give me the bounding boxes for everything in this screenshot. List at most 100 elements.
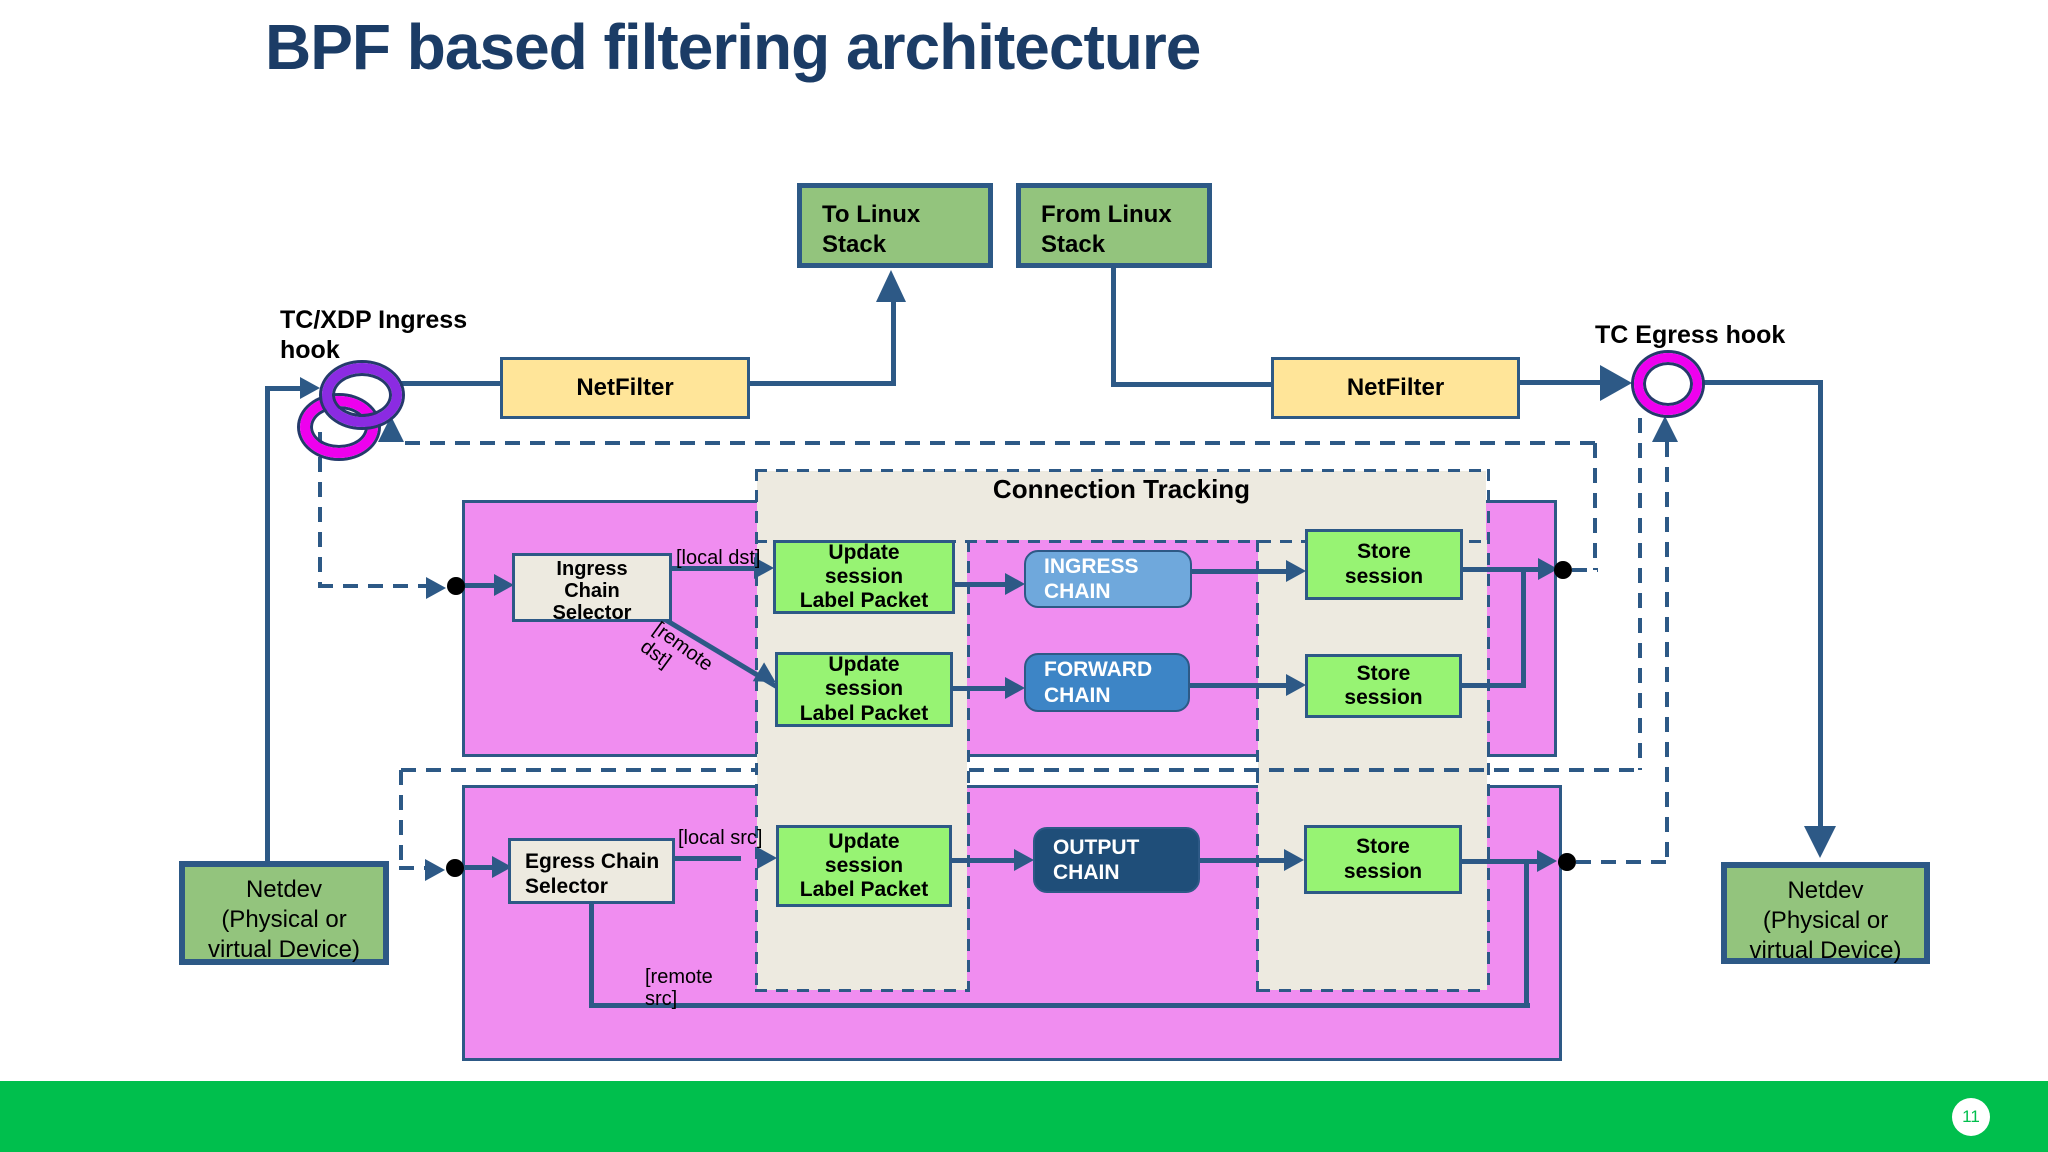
local-dst-label: [local dst]	[676, 547, 761, 569]
dash-egress-left-down	[399, 770, 403, 866]
remote-src-label: [remote src]	[645, 966, 713, 1010]
to-linux-stack-line2: Stack	[822, 231, 887, 258]
store1-line1: Store	[1357, 540, 1411, 564]
arrow-into-egress-out-dot	[1537, 850, 1557, 872]
arrow-local-src	[757, 847, 777, 869]
dash-egress-out	[1576, 860, 1671, 864]
line-update3-to-output-chain	[952, 858, 1016, 863]
update3-line2: session	[824, 853, 904, 877]
from-linux-stack-line2: Stack	[1041, 231, 1106, 258]
dash-to-ingress-dot	[318, 584, 426, 588]
arrow-into-egress-selector	[492, 856, 512, 878]
line-local-src	[675, 856, 741, 861]
ingress-selector-line1: Ingress	[556, 558, 628, 580]
tc-xdp-ingress-hook-label: TC/XDP Ingress hook	[280, 306, 468, 364]
arrow-to-linux-stack	[876, 270, 906, 302]
egress-chain-selector-box: Egress Chain Selector	[508, 838, 675, 904]
store3-line1: Store	[1356, 835, 1410, 859]
netdev-left-line3: virtual Device)	[207, 936, 361, 963]
dash-egress-across-left	[401, 768, 755, 772]
dash-egress-out-up	[1665, 442, 1669, 862]
netdev-left-box: Netdev (Physical or virtual Device)	[179, 861, 389, 965]
update3-line3: Label Packet	[799, 878, 929, 902]
line-dot-to-egress-selector	[462, 865, 496, 870]
ct-border-right	[1487, 469, 1490, 992]
netfilter-left-box: NetFilter	[500, 357, 750, 419]
arrow-into-store1	[1286, 560, 1306, 582]
arrow-local-dst	[754, 557, 774, 579]
store2-line1: Store	[1356, 661, 1411, 685]
forward-chain-line1: FORWARD	[1044, 658, 1153, 682]
output-chain-line2: CHAIN	[1053, 861, 1120, 884]
line-into-netfilter-right	[1111, 382, 1273, 387]
arrow-into-ingress-hook	[300, 377, 320, 399]
line-store3-out	[1462, 859, 1540, 864]
update2-line1: Update	[828, 653, 900, 677]
update-session-box-ingress: Update session Label Packet	[773, 540, 955, 614]
arrow-into-forward-chain	[1005, 677, 1025, 699]
egress-hook-ring-icon	[1634, 353, 1702, 415]
store1-line2: session	[1344, 564, 1424, 588]
arrow-into-output-chain	[1014, 849, 1034, 871]
line-remote-src-up-join	[1524, 862, 1529, 1008]
ct-border-bottom-left	[755, 989, 969, 992]
arrow-into-egress-hook	[1600, 365, 1632, 401]
store-session-box-egress: Store session	[1304, 825, 1462, 894]
page-number-badge: 11	[1952, 1098, 1990, 1136]
from-linux-stack-line1: From Linux	[1041, 201, 1172, 228]
ingress-chain-box: INGRESS CHAIN	[1024, 550, 1192, 608]
junction-dot-ingress-in	[447, 577, 465, 595]
netdev-right-line2: (Physical or	[1762, 907, 1889, 934]
dash-to-egress-dot	[399, 866, 427, 870]
dash-hook-down	[318, 432, 322, 584]
netdev-left-line1: Netdev	[245, 876, 323, 903]
ingress-selector-line3: Selector	[552, 602, 632, 624]
netfilter-right-box: NetFilter	[1271, 357, 1520, 419]
output-chain-box: OUTPUT CHAIN	[1033, 827, 1200, 893]
arrow-into-ingress-chain	[1005, 573, 1025, 595]
line-netfilter-right-run	[750, 381, 896, 386]
output-chain-line1: OUTPUT	[1053, 835, 1140, 859]
store2-line2: session	[1344, 686, 1423, 709]
ct-border-top	[755, 469, 1490, 472]
update2-line3: Label Packet	[799, 701, 929, 725]
line-remote-src-across	[589, 1003, 1530, 1008]
line-hook-to-netfilter-left	[400, 381, 502, 386]
arrow-into-netdev-right	[1804, 826, 1836, 858]
netdev-right-line1: Netdev	[1787, 877, 1864, 904]
arrow-dash-egress-dot	[425, 859, 445, 881]
footer-bar	[0, 1081, 2048, 1152]
line-down-to-netdev-right	[1818, 380, 1823, 826]
junction-dot-ingress-out	[1554, 561, 1572, 579]
store-session-box-forward: Store session	[1305, 654, 1462, 718]
update1-line1: Update	[828, 540, 900, 564]
netdev-left-line2: (Physical or	[221, 906, 347, 933]
ingress-chain-line2: CHAIN	[1044, 580, 1111, 603]
tc-egress-hook-label: TC Egress hook	[1595, 321, 1786, 349]
dash-egress-hook-down	[1638, 418, 1642, 770]
arrow-into-ingress-selector	[494, 574, 514, 596]
arrow-into-store2	[1286, 674, 1306, 696]
netdev-right-line3: virtual Device)	[1749, 937, 1902, 964]
store3-line2: session	[1343, 859, 1423, 883]
line-store2-out	[1462, 683, 1526, 688]
to-linux-stack-line1: To Linux	[822, 201, 921, 228]
connection-tracking-right-column	[1258, 540, 1487, 990]
ct-inner-divider-left	[967, 540, 970, 992]
arrow-into-ingress-out-dot	[1538, 558, 1558, 580]
egress-selector-line1: Egress Chain	[525, 850, 660, 873]
ct-border-bottom-right	[1258, 989, 1487, 992]
line-store1-out	[1463, 567, 1541, 572]
line-local-dst	[672, 566, 756, 571]
forward-chain-line2: CHAIN	[1044, 683, 1111, 707]
ct-inner-divider-right	[1256, 540, 1259, 992]
netdev-right-box: Netdev (Physical or virtual Device)	[1721, 862, 1930, 964]
ct-inner-top	[755, 540, 1490, 543]
update3-line1: Update	[828, 829, 900, 853]
junction-dot-egress-in	[446, 859, 464, 877]
line-remote-src-down	[589, 904, 594, 1008]
local-src-label: [local src]	[678, 827, 763, 849]
line-dot-to-ingress-selector	[462, 583, 496, 588]
line-ingress-chain-to-store1	[1192, 569, 1289, 574]
